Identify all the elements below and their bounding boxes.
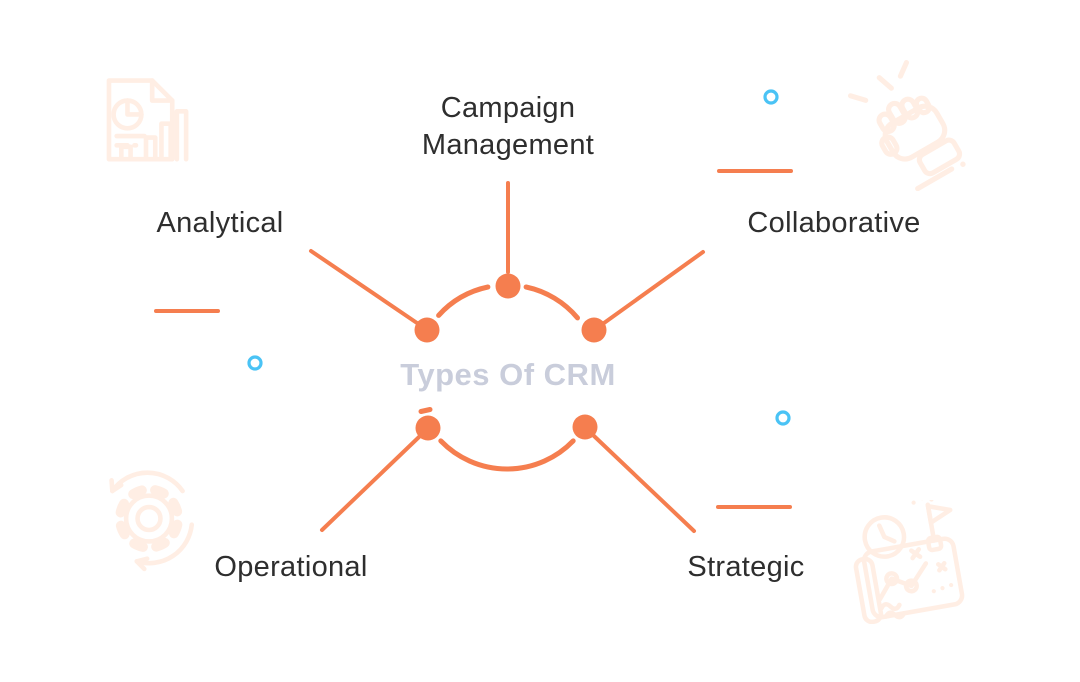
node-label-strategic: Strategic	[687, 551, 805, 583]
connector-strategic	[592, 434, 696, 533]
accent-ring-right	[775, 410, 791, 426]
center-circle-arc-tick	[418, 407, 433, 414]
center-circle-arc-right	[523, 284, 580, 321]
fist-bump-icon	[847, 59, 966, 191]
node-dot-campaign-management	[495, 273, 521, 299]
gear-process-icon	[109, 470, 195, 572]
center-circle-arc-left	[436, 284, 491, 318]
diagram-center-title: Types Of CRM	[400, 357, 616, 392]
strategy-map-icon	[853, 500, 965, 624]
node-dot-operational	[415, 415, 441, 441]
connector-collaborative	[602, 250, 705, 325]
center-circle-arc-bottom	[438, 438, 576, 472]
connector-operational	[320, 435, 421, 532]
node-dot-collaborative	[581, 317, 607, 343]
connector-analytical	[309, 249, 419, 325]
node-label-collaborative: Collaborative	[747, 207, 921, 239]
node-label-analytical: Analytical	[156, 207, 284, 239]
node-label-line: Campaign	[440, 92, 576, 124]
node-dot-strategic	[572, 414, 598, 440]
accent-ring-top-right	[763, 89, 779, 105]
node-dot-analytical	[414, 317, 440, 343]
report-chart-icon	[106, 78, 189, 162]
accent-ring-left	[247, 355, 263, 371]
node-label-operational: Operational	[214, 551, 368, 583]
node-label-line: Management	[421, 129, 595, 161]
node-label-campaign-management: Campaign Management	[348, 90, 668, 164]
